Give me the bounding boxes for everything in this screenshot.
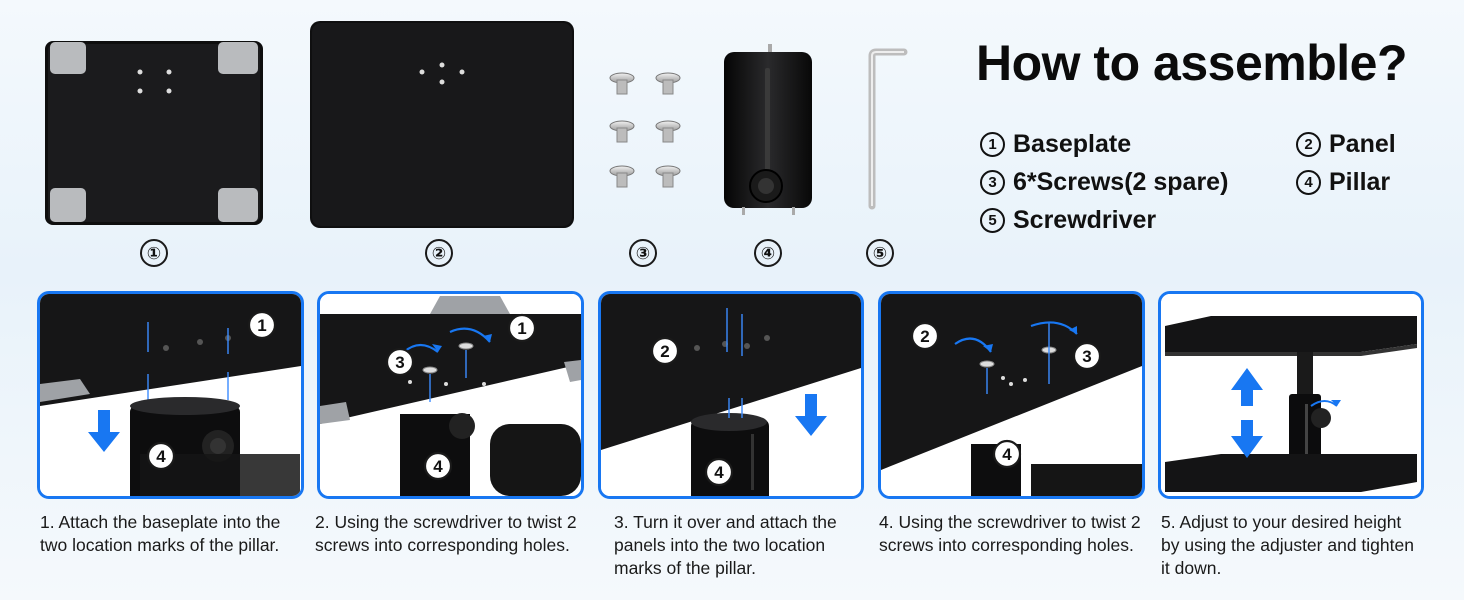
step-5-caption-line-3: it down. xyxy=(1161,558,1222,578)
step-2-caption-line-1: 2. Using the screwdriver to twist 2 xyxy=(315,512,577,532)
parts-list-item-panel: 2 Panel xyxy=(1296,130,1396,159)
step-3-caption-line-1: 3. Turn it over and attach the xyxy=(614,512,837,532)
step-2-badge-4: 4 xyxy=(423,451,453,481)
step-4-badge-2: 2 xyxy=(910,321,940,351)
step-3-caption-line-3: marks of the pillar. xyxy=(614,558,756,578)
step-5-panel xyxy=(1158,291,1424,499)
part-label-1: ① xyxy=(140,239,168,267)
screw-5 xyxy=(609,165,635,188)
step-1-panel: 1 4 xyxy=(37,291,304,499)
svg-text:1: 1 xyxy=(257,316,266,335)
panel-illustration xyxy=(310,21,574,228)
step-1-badge-1: 1 xyxy=(247,310,277,340)
part-label-5: ⑤ xyxy=(866,239,894,267)
step-1-badge-4: 4 xyxy=(146,441,176,471)
list-number: 4 xyxy=(1296,170,1321,195)
step-5-caption-line-2: by using the adjuster and tighten xyxy=(1161,535,1414,555)
step-3-caption: 3. Turn it over and attach the panels in… xyxy=(614,511,837,580)
step-2-badge-1: 1 xyxy=(507,313,537,343)
list-number: 3 xyxy=(980,170,1005,195)
list-label: Panel xyxy=(1329,130,1396,158)
step-5-caption: 5. Adjust to your desired height by usin… xyxy=(1161,511,1414,580)
step-2-caption: 2. Using the screwdriver to twist 2 scre… xyxy=(315,511,577,557)
step-3-illustration: 2 4 xyxy=(601,294,861,496)
step-1-illustration: 1 4 xyxy=(40,294,301,496)
list-number: 2 xyxy=(1296,132,1321,157)
step-3-badge-4: 4 xyxy=(704,457,734,487)
list-label: Screwdriver xyxy=(1013,206,1157,234)
step-4-caption-line-1: 4. Using the screwdriver to twist 2 xyxy=(879,512,1141,532)
step-3-badge-2: 2 xyxy=(650,336,680,366)
step-5-illustration xyxy=(1161,294,1421,496)
list-number: 5 xyxy=(980,208,1005,233)
parts-list-item-screws: 3 6*Screws(2 spare) xyxy=(980,168,1228,197)
step-5-caption-line-1: 5. Adjust to your desired height xyxy=(1161,512,1402,532)
part-label-3: ③ xyxy=(629,239,657,267)
list-label: 6*Screws(2 spare) xyxy=(1013,168,1229,196)
screw-1 xyxy=(609,72,635,95)
svg-text:1: 1 xyxy=(517,319,526,338)
step-2-badge-3: 3 xyxy=(385,347,415,377)
svg-text:2: 2 xyxy=(660,342,669,361)
svg-text:4: 4 xyxy=(714,463,724,482)
pillar-illustration xyxy=(724,44,812,215)
svg-text:2: 2 xyxy=(920,327,929,346)
svg-text:3: 3 xyxy=(1082,347,1091,366)
step-1-caption: 1. Attach the baseplate into the two loc… xyxy=(40,511,280,557)
list-label: Baseplate xyxy=(1013,130,1132,158)
parts-list-item-screwdriver: 5 Screwdriver xyxy=(980,206,1156,235)
step-4-badge-4: 4 xyxy=(992,439,1022,469)
part-label-2: ② xyxy=(425,239,453,267)
step-1-caption-line-1: 1. Attach the baseplate into the xyxy=(40,512,281,532)
step-4-panel: 2 3 4 xyxy=(878,291,1145,499)
step-4-caption-line-2: screws into corresponding holes. xyxy=(879,535,1134,555)
parts-list-item-baseplate: 1 Baseplate xyxy=(980,130,1131,159)
step-3-panel: 2 4 xyxy=(598,291,864,499)
step-2-illustration: 3 1 4 xyxy=(320,294,581,496)
page-title: How to assemble? xyxy=(976,35,1408,91)
screwdriver-illustration xyxy=(868,48,908,210)
screw-2 xyxy=(655,72,681,95)
screw-3 xyxy=(609,120,635,143)
step-4-caption: 4. Using the screwdriver to twist 2 scre… xyxy=(879,511,1141,557)
svg-text:4: 4 xyxy=(156,447,166,466)
step-4-badge-3: 3 xyxy=(1072,341,1102,371)
part-label-4: ④ xyxy=(754,239,782,267)
step-2-caption-line-2: screws into corresponding holes. xyxy=(315,535,570,555)
screw-4 xyxy=(655,120,681,143)
screws-illustration xyxy=(609,72,681,188)
svg-text:4: 4 xyxy=(1002,445,1012,464)
step-1-caption-line-2: two location marks of the pillar. xyxy=(40,535,280,555)
svg-text:4: 4 xyxy=(433,457,443,476)
svg-text:3: 3 xyxy=(395,353,404,372)
baseplate-illustration xyxy=(45,41,263,225)
list-label: Pillar xyxy=(1329,168,1391,196)
screw-6 xyxy=(655,165,681,188)
step-2-panel: 3 1 4 xyxy=(317,291,584,499)
list-number: 1 xyxy=(980,132,1005,157)
step-4-illustration: 2 3 4 xyxy=(881,294,1142,496)
step-3-caption-line-2: panels into the two location xyxy=(614,535,826,555)
parts-list-item-pillar: 4 Pillar xyxy=(1296,168,1390,197)
